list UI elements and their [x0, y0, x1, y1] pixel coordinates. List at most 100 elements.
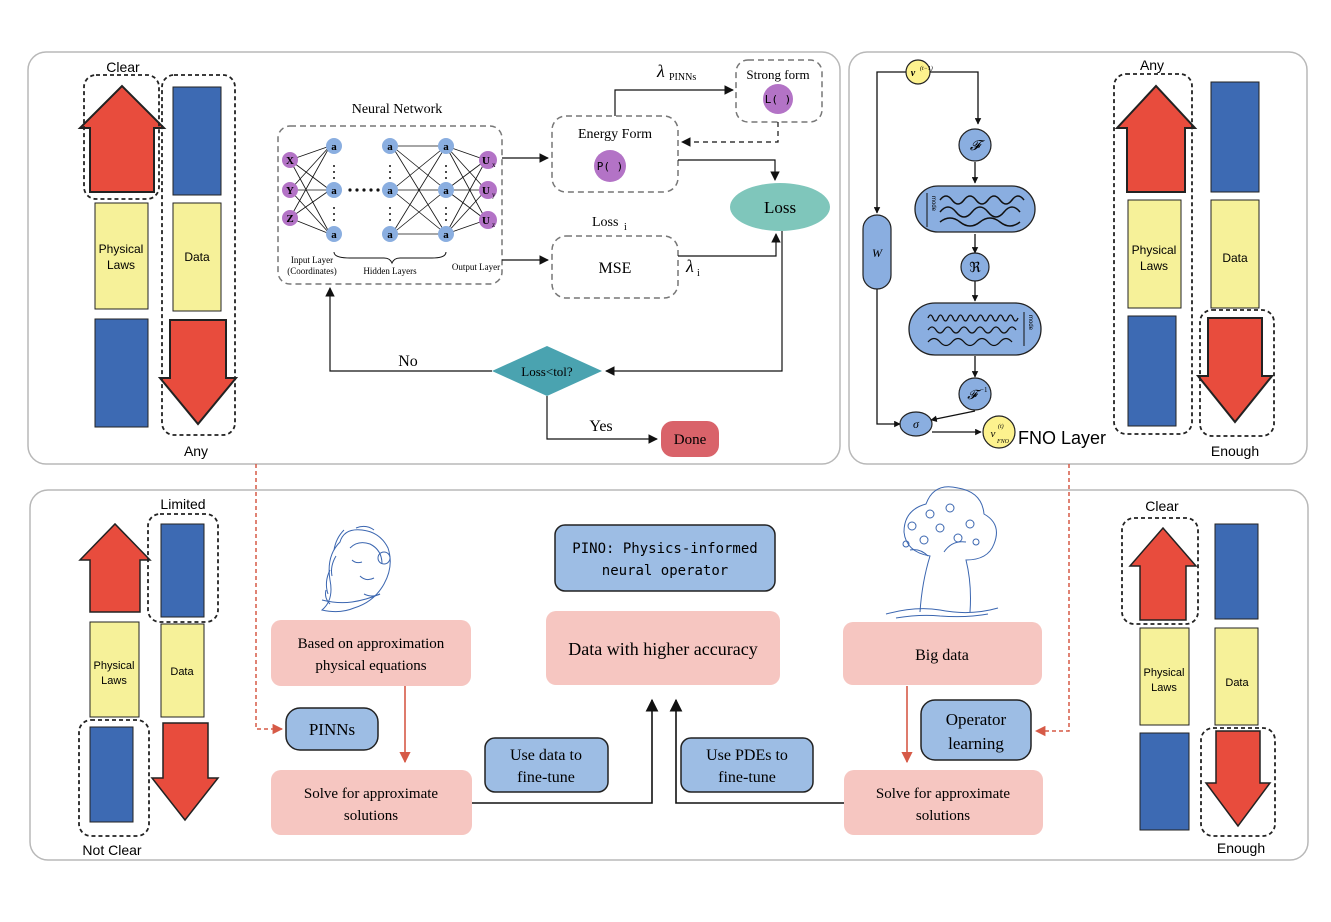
svg-text:a: a: [443, 185, 449, 197]
bl-physics-highlight: [78, 719, 150, 837]
solve-right-line1: Solve for approximate: [876, 786, 1010, 802]
use-pdes-line2: fine-tune: [718, 769, 776, 786]
pino-title-line2: neural operator: [602, 563, 728, 579]
panel-fno: [848, 51, 1308, 465]
svg-text:X: X: [286, 155, 294, 167]
mse-label: MSE: [599, 260, 632, 277]
real-label: ℜ: [969, 261, 981, 276]
mse-box: [551, 235, 679, 299]
br-data-quality-label: Enough: [1217, 840, 1265, 856]
weight-label: W: [872, 246, 883, 260]
output-layer-label: Output Layer: [452, 262, 500, 272]
panel-pino: [29, 489, 1309, 861]
spectral-wave-1: [927, 314, 1019, 322]
fno-output-node: [982, 415, 1016, 449]
loss-terms: Energy Form P( ) Strong form L( ) λ PINN…: [398, 59, 830, 457]
pino-flow-arrows: [399, 686, 913, 804]
energy-form-node: [594, 150, 626, 182]
fno-physics-up-arrow: [1114, 84, 1198, 193]
spectral-wave-3: [927, 337, 1013, 347]
br-data-blue-block: [1214, 523, 1259, 620]
br-physics-label-line1: Physical: [1144, 667, 1185, 679]
physics-blue-block: [94, 318, 149, 428]
based-on-box: [271, 620, 471, 686]
inverse-fourier-node: [958, 377, 992, 411]
fourier-node: [958, 128, 992, 162]
bl-data-box: [160, 623, 205, 718]
br-physics-label-line2: Laws: [1151, 682, 1177, 694]
fno-data-label: Data: [1222, 251, 1248, 265]
svg-text:a: a: [331, 185, 337, 197]
solve-left-line2: solutions: [344, 808, 398, 824]
solve-left-line1: Solve for approximate: [304, 786, 438, 802]
sigma-node: [899, 411, 933, 437]
svg-text:Y: Y: [286, 185, 294, 197]
energy-form-box: [551, 115, 679, 193]
bl-data-quality-label: Limited: [160, 496, 205, 512]
data-box: [172, 202, 222, 312]
pinns-flow-arrows: [325, 85, 783, 444]
done-label: Done: [674, 432, 707, 448]
loss-i-sub: i: [624, 222, 627, 233]
solve-right-line2: solutions: [916, 808, 970, 824]
big-data-label: Big data: [915, 647, 969, 664]
fourier-mode-label: mode: [930, 196, 936, 212]
lambda-pinns: λ: [656, 61, 665, 81]
bl-data-highlight: [147, 513, 219, 623]
data-blue-block: [172, 86, 222, 196]
use-data-line1: Use data to: [510, 747, 582, 764]
fno-arrows: [873, 71, 982, 436]
data-accuracy-box: [546, 611, 780, 685]
done-node: [661, 421, 719, 457]
fno-physics-label-line2: Laws: [1140, 259, 1168, 273]
lambda-i-sub: i: [697, 268, 700, 279]
decision-label: Loss<tol?: [521, 364, 573, 379]
operator-learning-box: [920, 699, 1032, 761]
bl-physics-label-line1: Physical: [94, 660, 135, 672]
fno-data-box: [1210, 199, 1260, 309]
real-node: [960, 252, 990, 282]
pino-boxes: PINO: Physics-informed neural operator D…: [271, 524, 1043, 835]
based-on-line2: physical equations: [315, 658, 426, 674]
fno-data-highlight: [1199, 309, 1275, 437]
br-physics-up-arrow: [1128, 526, 1198, 621]
br-physics-quality-label: Clear: [1145, 498, 1179, 514]
hidden-layers-label: Hidden Layers: [363, 266, 417, 276]
svg-text:a: a: [331, 229, 337, 241]
data-label: Data: [184, 250, 210, 264]
fno-input-sup: (t−1): [920, 65, 933, 72]
svg-text:a: a: [387, 229, 393, 241]
operator-learning-line2: learning: [948, 734, 1004, 753]
use-pdes-line1: Use PDEs to: [706, 747, 788, 764]
svg-text:a: a: [443, 229, 449, 241]
br-data-label: Data: [1225, 677, 1249, 689]
lambda-i: λ: [685, 256, 694, 276]
fourier-wave-3: [939, 217, 1021, 227]
energy-form-node-label: P( ): [597, 160, 624, 173]
use-pdes-box: [680, 737, 814, 793]
data-down-arrow: [157, 319, 239, 426]
fourier-wave-1: [939, 195, 1025, 205]
panel-pinns: [27, 51, 841, 465]
br-physics-blue-block: [1139, 732, 1190, 831]
bl-data-label: Data: [170, 666, 194, 678]
physics-quality-label: Clear: [106, 59, 140, 75]
solve-left-box: [271, 770, 472, 835]
fno-output-sup: (t): [998, 423, 1004, 430]
yes-label: Yes: [589, 418, 612, 435]
operator-learning-line1: Operator: [946, 710, 1007, 729]
nn-title: Neural Network: [352, 102, 443, 117]
newton-portrait-illustration: [320, 525, 391, 613]
big-data-box: [843, 622, 1042, 685]
loss-label: Loss: [764, 198, 796, 217]
svg-text:x: x: [492, 161, 496, 169]
svg-text:U: U: [482, 155, 490, 167]
strong-form-node: [763, 84, 793, 114]
nn-box: [277, 125, 503, 285]
nn-ellipsis-dots: [333, 165, 447, 221]
physics-label-line2: Laws: [107, 258, 135, 272]
input-layer-label-2: (Coordinates): [287, 266, 337, 276]
pinns-label: PINNs: [309, 720, 355, 739]
bl-data-down-arrow: [150, 722, 220, 822]
svg-text:a: a: [387, 141, 393, 153]
